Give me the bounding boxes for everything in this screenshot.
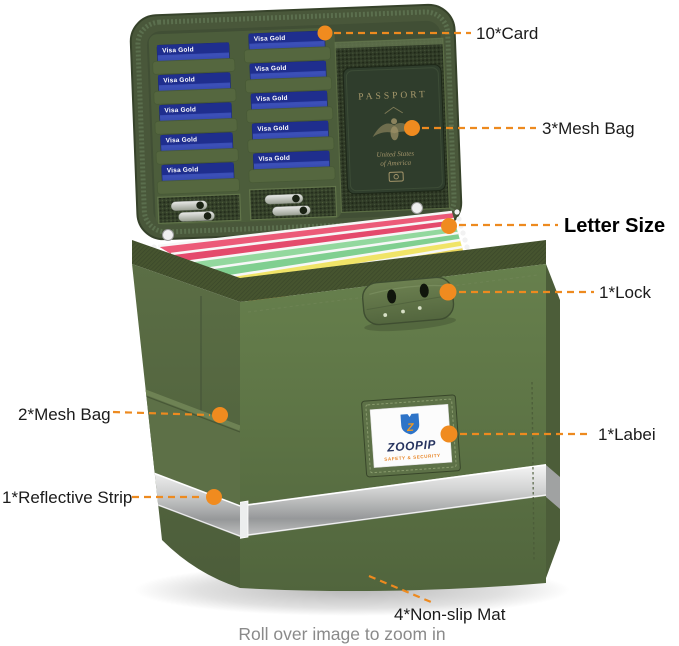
box-right-side (546, 264, 560, 578)
callout-label: 4*Non-slip Mat (394, 605, 506, 624)
lid-zipper (135, 9, 457, 235)
snap-hole (299, 206, 308, 215)
card-text: Visa Gold (255, 65, 287, 73)
label-stitching (365, 398, 457, 474)
lock-highlight (369, 284, 445, 295)
file-box: Z ZOOPIP SAFETY & SECURITY (132, 240, 560, 592)
card-slot (152, 58, 236, 75)
callout-1-reflective-strip: 1*Reflective Strip (2, 488, 222, 507)
card-text: Visa Gold (257, 125, 289, 133)
card-text: Visa Gold (165, 136, 197, 144)
pocket-hem (334, 38, 444, 49)
combination-lock[interactable] (360, 276, 456, 334)
side-pocket-shadow (139, 393, 240, 433)
snap-hole (203, 212, 212, 220)
reflective-strip-corner (240, 500, 249, 540)
lock-dial[interactable] (417, 306, 422, 310)
passport-line1: United States (376, 149, 414, 158)
card-text: Visa Gold (163, 76, 195, 84)
leader-dot (441, 218, 457, 234)
zoom-hint-text: Roll over image to zoom in (238, 624, 445, 644)
callout-4-non-slip-mat: 4*Non-slip Mat (368, 574, 506, 624)
strip-edge (240, 464, 546, 507)
leader-dot (439, 283, 457, 301)
callout-label: 1*Reflective Strip (2, 488, 132, 507)
lock-body (361, 276, 455, 326)
passport-pocket: PASSPORT United States of America (334, 37, 451, 213)
lock-dial[interactable] (401, 309, 405, 314)
reflective-strip-right (546, 465, 560, 509)
card-text: Visa Gold (167, 166, 199, 174)
brand-logo-shield: Z (400, 413, 420, 435)
card-slot (156, 177, 240, 195)
lock-seam (366, 294, 450, 311)
strip-edge (139, 467, 240, 507)
callout-3-mesh-bag: 3*Mesh Bag (404, 119, 635, 138)
card-slot (247, 136, 335, 154)
callout-label: 10*Card (476, 24, 538, 43)
passport-title: PASSPORT (358, 90, 428, 103)
box-rim-front (240, 240, 546, 302)
callout-label: 1*Labei (598, 425, 656, 444)
zipper-pull (411, 202, 423, 214)
zipper-pulls (162, 202, 423, 241)
card-slot (243, 46, 331, 64)
card-text: Visa Gold (258, 155, 290, 163)
brand-tagline: SAFETY & SECURITY (384, 453, 441, 462)
card-text: Visa Gold (162, 46, 194, 54)
leader-dot (212, 407, 228, 423)
zipper-hole (419, 283, 429, 298)
lid-mesh-pockets (157, 185, 338, 224)
callout-label: 1*Lock (599, 283, 651, 302)
zipper-pull (162, 229, 174, 241)
strip-edge (240, 494, 546, 537)
annotations: 10*Card 3*Mesh Bag Letter Size 1*Lock 1*… (2, 24, 665, 624)
callout-2-mesh-bag: 2*Mesh Bag (18, 405, 228, 424)
card-slot-panel: Visa Gold Visa Gold Visa Gold Vi (148, 27, 342, 226)
leader-line (112, 410, 211, 417)
lock-dial[interactable] (383, 313, 388, 317)
epassport-chip-icon (388, 171, 404, 182)
reflective-strip-side (140, 467, 240, 537)
leader-dot (404, 120, 420, 136)
card-text: Visa Gold (256, 95, 288, 103)
leader-dot (317, 25, 333, 41)
card-slot (246, 106, 334, 124)
callout-1-labei: 1*Labei (440, 425, 656, 444)
zipper-hole (387, 289, 397, 304)
card-slot (153, 88, 237, 105)
card-text: Visa Gold (254, 35, 286, 43)
box-rim-side (132, 240, 240, 302)
brand-name: ZOOPIP (386, 437, 437, 454)
card-text: Visa Gold (164, 106, 196, 114)
card-slot (155, 147, 239, 165)
callout-letter-size: Letter Size (441, 215, 665, 237)
callout-1-lock: 1*Lock (439, 283, 651, 302)
callout-label: Letter Size (564, 215, 665, 237)
callout-label: 3*Mesh Bag (542, 119, 635, 138)
brand-label: Z ZOOPIP SAFETY & SECURITY (361, 394, 461, 478)
snap-hole (196, 201, 204, 210)
leader-dot (206, 489, 222, 505)
callout-label: 2*Mesh Bag (18, 405, 111, 424)
passport-line2: of America (380, 159, 412, 168)
leader-dot (440, 425, 458, 443)
passport: PASSPORT United States of America (342, 64, 446, 195)
card-slot (245, 76, 333, 94)
card-slot (248, 166, 336, 184)
snap-hole (292, 194, 300, 203)
brand-monogram: Z (406, 422, 416, 435)
callout-10-card: 10*Card (317, 24, 538, 43)
reflective-strip-front (240, 464, 546, 537)
card-slot (154, 117, 238, 135)
